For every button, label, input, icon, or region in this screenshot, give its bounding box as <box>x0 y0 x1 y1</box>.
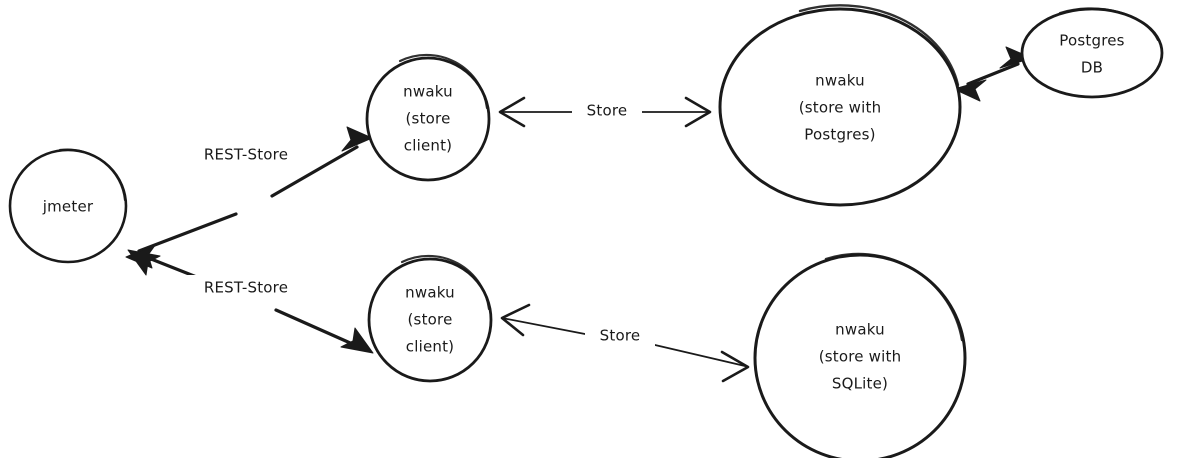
node-nwaku-store-sqlite-label-line-2: (store with <box>819 348 902 366</box>
arrowhead-to-postgres-db-icon <box>999 46 1033 69</box>
edge-label-store-bottom: Store <box>600 327 641 345</box>
node-nwaku-store-postgres[interactable]: nwaku (store with Postgres) <box>718 4 962 207</box>
arrowhead-to-client-bottom-icon <box>340 327 374 354</box>
arrowhead-open-left-icon <box>498 96 526 128</box>
edge-jmeter-to-client-bottom[interactable]: REST-Store <box>127 249 374 354</box>
edge-client-top-to-postgres-node[interactable]: Store <box>498 96 712 128</box>
edge-label-rest-store-top: REST-Store <box>204 146 288 164</box>
node-nwaku-store-client-top-label-line-2: (store <box>406 110 451 128</box>
arrowhead-to-postgres-node-icon <box>953 79 987 102</box>
node-nwaku-store-client-top-label-line-3: client) <box>404 137 452 155</box>
edge-client-bottom-to-sqlite[interactable]: Store <box>500 303 750 383</box>
edge-label-backdrop <box>182 142 310 166</box>
node-nwaku-store-client-bottom[interactable]: nwaku (store client) <box>367 254 493 383</box>
node-nwaku-store-client-top-shape <box>365 56 491 182</box>
edge-segment-right <box>654 344 746 367</box>
node-nwaku-store-postgres-label-line-2: (store with <box>799 99 882 117</box>
node-jmeter[interactable]: jmeter <box>8 148 128 264</box>
edge-postgres-node-to-db[interactable] <box>953 46 1033 102</box>
node-nwaku-store-client-bottom-label-line-3: client) <box>406 338 454 356</box>
arrowhead-to-client-top-icon <box>341 126 373 152</box>
node-nwaku-store-client-bottom-label-line-1: nwaku <box>405 284 455 302</box>
node-nwaku-store-client-bottom-label-line-2: (store <box>408 311 453 329</box>
arrowhead-open-left-icon <box>500 303 531 337</box>
arrowhead-open-right-icon <box>684 96 712 128</box>
node-jmeter-label-line-1: jmeter <box>42 198 94 216</box>
arrowhead-to-jmeter-icon <box>127 249 161 276</box>
node-sketch-overstroke <box>400 254 491 311</box>
node-postgres-db-label-line-2: DB <box>1081 59 1103 77</box>
edge-segment-lower <box>274 308 359 348</box>
node-nwaku-store-sqlite-label-line-3: SQLite) <box>832 375 888 393</box>
node-sketch-overstroke <box>1058 7 1160 42</box>
edge-label-backdrop <box>182 275 310 299</box>
node-sketch-overstroke <box>824 252 964 342</box>
edge-jmeter-to-client-top[interactable]: REST-Store <box>125 126 373 269</box>
node-nwaku-store-sqlite-label-line-1: nwaku <box>835 321 885 339</box>
node-nwaku-store-client-top-label-line-1: nwaku <box>403 83 453 101</box>
node-nwaku-store-postgres-label-line-3: Postgres) <box>804 126 875 144</box>
arrowhead-open-right-icon <box>720 350 750 383</box>
node-nwaku-store-postgres-shape <box>718 7 962 207</box>
node-nwaku-store-sqlite[interactable]: nwaku (store with SQLite) <box>753 252 967 458</box>
node-nwaku-store-client-bottom-shape <box>367 257 493 383</box>
edge-label-store-top: Store <box>587 102 628 120</box>
edge-segment-left <box>501 317 586 335</box>
node-sketch-overstroke <box>798 4 960 87</box>
node-postgres-db[interactable]: Postgres DB <box>1020 7 1164 99</box>
edge-label-backdrop <box>572 100 642 123</box>
edge-segment <box>966 62 1020 86</box>
edge-label-backdrop <box>585 325 655 348</box>
node-jmeter-sketch-overstroke <box>58 148 127 202</box>
node-nwaku-store-client-top[interactable]: nwaku (store client) <box>365 53 491 182</box>
edge-segment-upper <box>270 145 359 198</box>
edge-label-rest-store-bottom: REST-Store <box>204 279 288 297</box>
node-sketch-overstroke <box>398 53 489 110</box>
node-nwaku-store-postgres-label-line-1: nwaku <box>815 72 865 90</box>
node-postgres-db-label-line-1: Postgres <box>1059 32 1124 50</box>
